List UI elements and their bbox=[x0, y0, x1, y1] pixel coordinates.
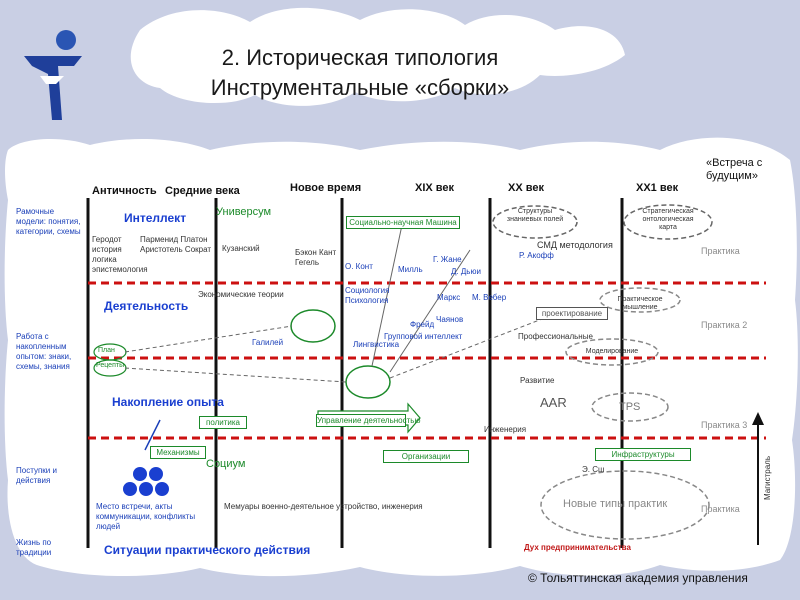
title-line-1: 2. Историческая типология bbox=[221, 45, 499, 70]
era-antiquity: Античность bbox=[92, 185, 157, 197]
copyright: © Тольяттинская академия управления bbox=[528, 571, 748, 585]
connector-6 bbox=[144, 419, 161, 451]
right-label-practice-1: Практика bbox=[701, 246, 740, 256]
right-label-practice-4: Практика bbox=[701, 504, 740, 514]
note-enterprise-spirit: Дух предпринимательства bbox=[524, 543, 631, 552]
note-chayanov: Чаянов bbox=[436, 315, 464, 324]
title-line-2: Инструментальные «сборки» bbox=[210, 75, 510, 100]
label-recipe: Рецепты bbox=[96, 362, 125, 369]
note-history: Геродот история логика эпистемология bbox=[92, 235, 148, 274]
note-bacon-kant: Бэкон Кант Гегель bbox=[295, 248, 337, 267]
left-label-tradition: Жизнь по традиции bbox=[16, 538, 52, 557]
right-label-magistral: Магистраль bbox=[763, 456, 772, 500]
note-weber: М. Вебер bbox=[472, 293, 507, 302]
box-organisations: Организации bbox=[383, 450, 469, 463]
connector-4 bbox=[371, 224, 403, 367]
left-label-frameworks: Рамочные модели: понятия, категории, схе… bbox=[16, 207, 81, 236]
layer-situations: Ситуации практического действия bbox=[104, 543, 311, 557]
label-plan: План bbox=[98, 347, 115, 354]
note-zarya: Развитие bbox=[520, 376, 555, 385]
note-smd: СМД методология bbox=[537, 240, 613, 250]
connector-5 bbox=[389, 249, 471, 373]
slide-title: 2. Историческая типология Инструментальн… bbox=[150, 43, 570, 103]
note-prof: Профессиональные bbox=[518, 332, 593, 341]
box-management: Управление деятельностью bbox=[316, 414, 421, 427]
ellipse-structures bbox=[492, 205, 578, 239]
right-label-practice-2: Практика 2 bbox=[701, 320, 748, 330]
note-lingo: Лингвистика bbox=[353, 340, 400, 349]
era-20-century: XX век bbox=[508, 182, 544, 194]
diagram-panel bbox=[86, 198, 766, 548]
label-modelling: Моделирование bbox=[585, 348, 639, 355]
label-strategic: Стратегическая онтологическая карта bbox=[642, 208, 694, 231]
note-aar: AAR bbox=[540, 395, 567, 410]
note-tps: TPS bbox=[619, 401, 641, 413]
era-21-century: XX1 век bbox=[636, 182, 679, 194]
note-middle-authors: Парменид Платон Аристотель Сократ bbox=[140, 235, 212, 254]
connector-2 bbox=[124, 367, 347, 383]
ellipse-strategic bbox=[623, 204, 713, 240]
note-galilei: Галилей bbox=[252, 338, 284, 347]
layer-experience: Накопление опыта bbox=[112, 395, 224, 409]
note-mill: Милль bbox=[398, 265, 423, 274]
note-engineering: Инженерия bbox=[484, 425, 527, 434]
ellipse-new-practices bbox=[540, 470, 710, 540]
note-econ: Экономические теории bbox=[198, 290, 284, 299]
note-ackoff: Р. Акофф bbox=[519, 251, 554, 260]
right-label-practice-3: Практика 3 bbox=[701, 420, 748, 430]
note-kont: О. Конт bbox=[345, 262, 373, 271]
layer-activity: Деятельность bbox=[104, 299, 189, 313]
ellipse-modelling bbox=[565, 338, 659, 366]
note-marks: Маркс bbox=[437, 293, 461, 302]
box-infrastructure: Инфраструктуры bbox=[595, 448, 691, 461]
ellipse-nn bbox=[345, 365, 391, 399]
note-grozh: Групповой интеллект bbox=[384, 332, 463, 341]
ellipse-tps bbox=[591, 392, 669, 422]
society-dots bbox=[123, 467, 169, 496]
era-new-time: Новое время bbox=[290, 182, 362, 194]
box-mechanisms: Механизмы bbox=[150, 446, 206, 459]
academy-logo bbox=[24, 30, 82, 120]
label-structures: Структуры знаниевых полей bbox=[506, 208, 564, 223]
box-design: проектирование bbox=[536, 307, 608, 320]
note-soc: Социология Психология bbox=[345, 286, 390, 305]
layer-universum: Универсум bbox=[216, 206, 272, 218]
magistral-arrowhead bbox=[752, 412, 764, 425]
note-kuzansky: Кузанский bbox=[222, 244, 260, 253]
era-middle-ages: Средние века bbox=[165, 185, 240, 197]
left-label-actions: Поступки и действия bbox=[16, 466, 57, 485]
note-eks: Э. Сш bbox=[582, 465, 605, 474]
note-freud: Фрейд bbox=[410, 320, 435, 329]
connector-3 bbox=[389, 311, 561, 379]
era-future: «Встреча с будущим» bbox=[706, 157, 763, 182]
note-zhanet: Г. Жане bbox=[433, 255, 462, 264]
label-meeting-place: Место встречи, акты коммуникации, конфли… bbox=[96, 502, 196, 531]
box-science-machine: Социально-научная Машина bbox=[346, 216, 460, 229]
era-19-century: XIX век bbox=[415, 182, 455, 194]
box-politics: политика bbox=[199, 416, 247, 429]
label-practical: Практическое мышление bbox=[617, 296, 663, 311]
layer-intellect: Интеллект bbox=[124, 211, 187, 225]
note-memoirs: Мемуары военно-деятельное устройство, ин… bbox=[224, 502, 423, 511]
note-new-practices: Новые типы практик bbox=[563, 498, 668, 510]
left-label-experience: Работа с накопленным опытом: знаки, схем… bbox=[16, 332, 72, 371]
note-dewey: Д. Дьюи bbox=[451, 267, 481, 276]
connector-1 bbox=[124, 325, 293, 353]
ellipse-practical bbox=[599, 287, 681, 313]
layer-society: Социум bbox=[206, 458, 246, 470]
